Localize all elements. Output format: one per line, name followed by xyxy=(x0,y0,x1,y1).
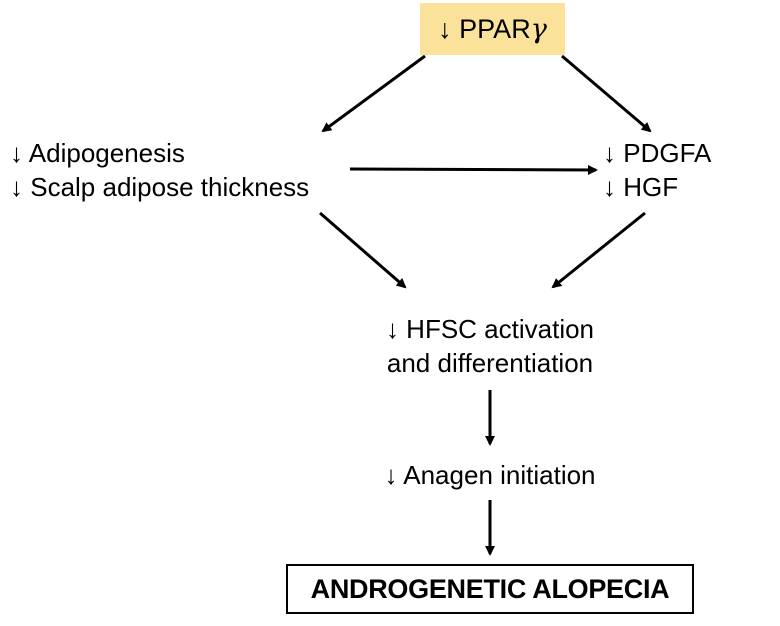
node-hfsc-line-2: and differentiation xyxy=(386,348,594,378)
ppar-label: PPAR xyxy=(459,14,531,44)
node-hgf-line: ↓ HGF xyxy=(603,172,679,202)
node-growth-factors: ↓ PDGFA ↓ HGF xyxy=(603,136,711,204)
edge-ppar-to-pdgfa xyxy=(561,54,652,133)
edge-pdgfa-to-hfsc xyxy=(551,211,646,289)
node-ppar-gamma: ↓ PPARγ xyxy=(420,3,565,55)
node-scalp-adipose-line: ↓ Scalp adipose thickness xyxy=(10,172,310,202)
edge-adipogenesis-to-hfsc xyxy=(319,211,407,289)
edge-adipogenesis-to-pdgfa xyxy=(349,164,598,175)
node-anagen-line: ↓ Anagen initiation xyxy=(384,460,596,490)
node-hfsc-activation: ↓ HFSC activation and differentiation xyxy=(300,312,680,380)
edge-ppar-to-adipogenesis xyxy=(321,54,426,133)
node-hfsc-line-1: ↓ HFSC activation xyxy=(385,314,595,344)
node-adipogenesis-line: ↓ Adipogenesis xyxy=(10,138,185,168)
node-pdgfa-line: ↓ PDGFA xyxy=(603,138,712,168)
gamma-symbol: γ xyxy=(530,14,547,45)
node-anagen-initiation: ↓ Anagen initiation xyxy=(300,458,680,492)
down-arrow-glyph: ↓ xyxy=(438,14,452,44)
node-outcome-androgenetic-alopecia: ANDROGENETIC ALOPECIA xyxy=(286,564,694,614)
node-adipogenesis: ↓ Adipogenesis ↓ Scalp adipose thickness xyxy=(10,136,309,204)
